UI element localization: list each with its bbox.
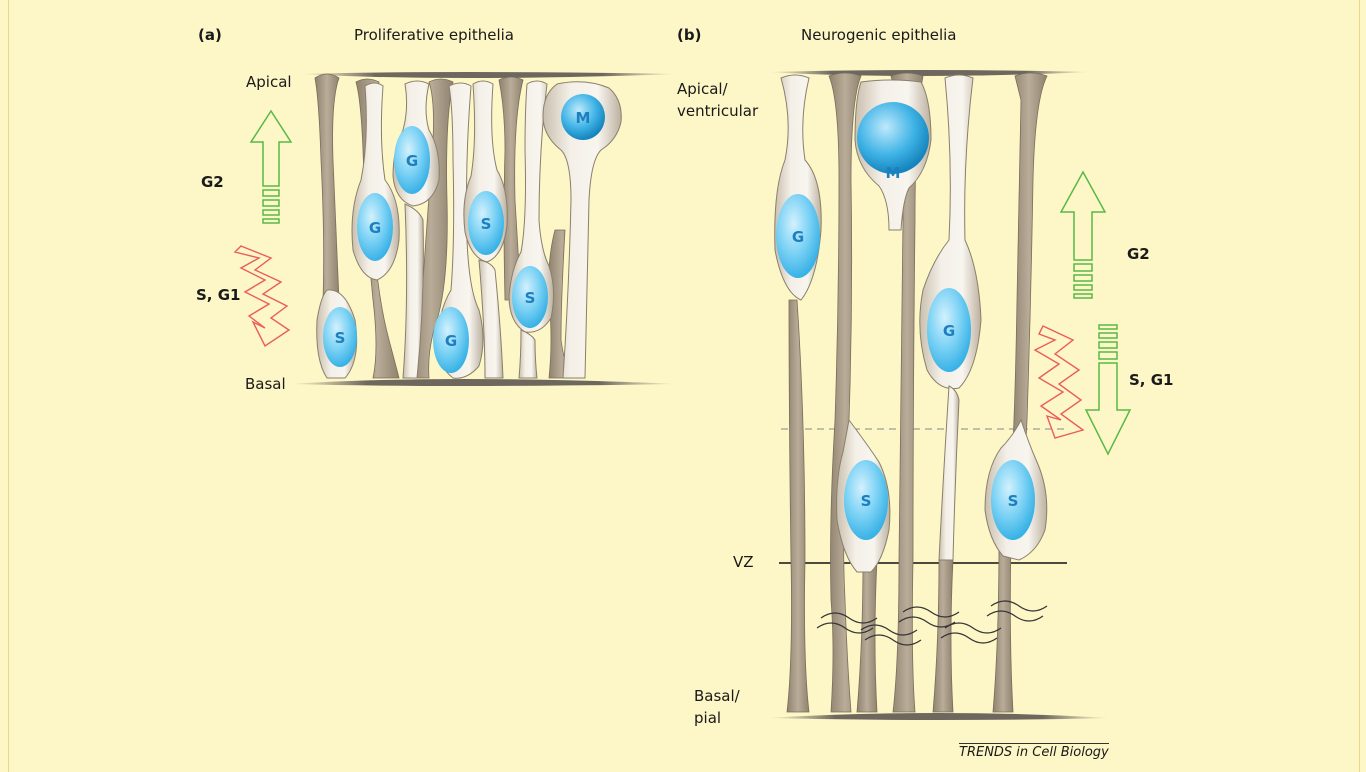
panel-b-process-3 (1011, 73, 1047, 480)
panel-b-vz-label: VZ (733, 553, 754, 571)
panel-a: M G G S S S G (235, 72, 679, 386)
nucleus-label-s-a1: S (481, 215, 492, 233)
panel-b: M G G S S (767, 70, 1130, 720)
nucleus-label-s-b2: S (1008, 492, 1019, 510)
panel-b-basal-label-line1: Basal/ (694, 687, 740, 705)
nucleus-label-s-b1: S (861, 492, 872, 510)
panel-b-basal-surface (767, 713, 1111, 720)
panel-a-cell-s3-tail (519, 330, 537, 378)
panel-b-basal-label-line2: pial (694, 709, 721, 727)
panel-b-title: Neurogenic epithelia (801, 26, 956, 44)
panel-a-apical-surface (299, 72, 679, 78)
panel-a-g2-arrow (251, 111, 291, 223)
panel-b-process-6 (993, 540, 1013, 712)
panel-b-cell-g2-tail (939, 386, 959, 560)
credit-label: TRENDS in Cell Biology (959, 743, 1109, 760)
panel-a-basal-label: Basal (245, 375, 286, 393)
panel-b-zigzag-arrow (1035, 326, 1083, 438)
nucleus-label-m-b: M (886, 164, 901, 182)
panel-b-apical-label-line2: ventricular (677, 102, 758, 120)
panel-b-g2-label: G2 (1127, 245, 1150, 263)
panel-a-sg1-label: S, G1 (196, 286, 240, 304)
panel-b-g2-arrow (1061, 172, 1105, 298)
panel-b-apical-label-line1: Apical/ (677, 80, 728, 98)
panel-b-process-5 (787, 300, 809, 712)
nucleus-label-g-b2: G (943, 322, 955, 340)
panel-b-sg1-label: S, G1 (1129, 371, 1173, 389)
nucleus-label-g-b1: G (792, 228, 804, 246)
panel-a-apical-label: Apical (246, 73, 292, 91)
figure-canvas: M G G S S S G (8, 0, 1360, 772)
panel-a-title: Proliferative epithelia (354, 26, 514, 44)
nucleus-label-g-a2: G (369, 219, 381, 237)
panel-b-sg1-arrow (1086, 325, 1130, 454)
nucleus-label-s-a2: S (525, 289, 536, 307)
nucleus-label-g-a1: G (406, 152, 418, 170)
nucleus-label-g-a3: G (445, 332, 457, 350)
panel-b-break-marks (817, 601, 1047, 645)
panel-a-basal-surface (289, 379, 677, 386)
panel-a-cell-s2-tail (479, 260, 503, 378)
panel-a-letter: (a) (198, 26, 222, 44)
nucleus-label-s-a3: S (335, 329, 346, 347)
panel-a-sg1-arrow (235, 246, 289, 346)
panel-a-g2-label: G2 (201, 173, 224, 191)
panel-b-letter: (b) (677, 26, 701, 44)
nucleus-label-m-a: M (576, 109, 591, 127)
